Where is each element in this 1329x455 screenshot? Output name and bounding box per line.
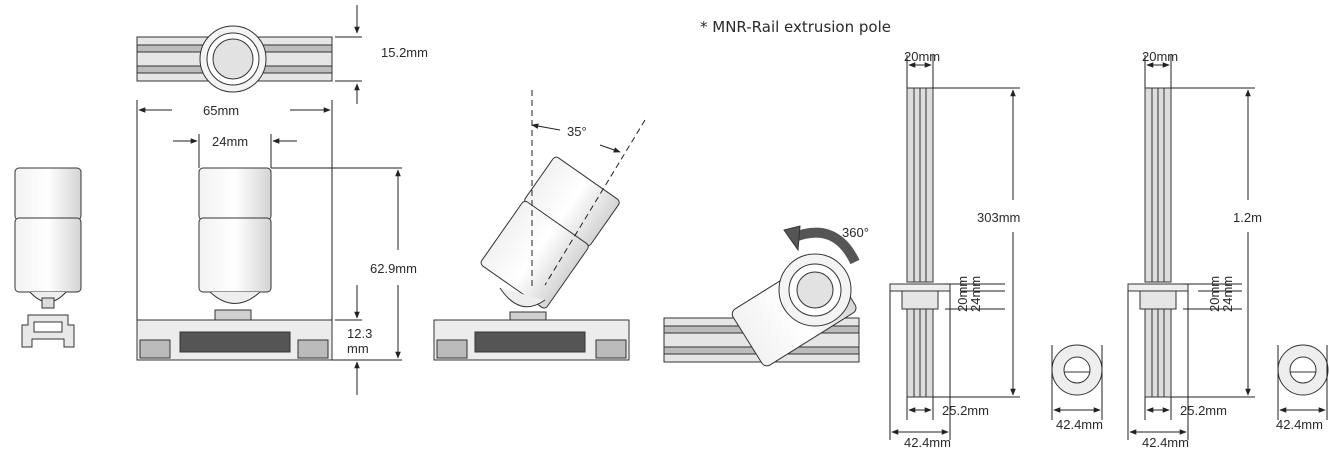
top-view-fixture — [136, 25, 333, 93]
short-pole-end-view — [1051, 344, 1103, 396]
long-pole-outer-width: 42.4mm — [1142, 435, 1189, 450]
long-pole-end-view — [1277, 344, 1329, 396]
dim-tilt-angle: 35° — [567, 124, 587, 139]
long-pole-flange-24: 24mm — [1220, 275, 1235, 312]
long-pole-length: 1.2m — [1233, 210, 1262, 225]
tilted-view-fixture — [433, 156, 630, 361]
dim-base-height-unit: mm — [347, 341, 369, 356]
dim-front-body-width: 24mm — [212, 134, 249, 149]
long-pole-end-width: 42.4mm — [1276, 417, 1323, 432]
dim-base-height-value: 12.3 — [347, 326, 373, 341]
rotated-view-fixture — [663, 225, 860, 367]
short-pole — [889, 87, 951, 398]
diagram-title: * MNR-Rail extrusion pole — [700, 18, 891, 36]
long-pole-top-width: 20mm — [1142, 49, 1179, 64]
short-pole-flange-24: 24mm — [968, 275, 983, 312]
short-pole-inner-width: 25.2mm — [942, 403, 989, 418]
long-pole — [1127, 87, 1189, 398]
short-pole-end-width: 42.4mm — [1056, 417, 1103, 432]
dimension-lines — [136, 5, 1328, 440]
front-view-fixture — [136, 167, 333, 361]
dim-front-width: 65mm — [203, 103, 240, 118]
long-pole-inner-width: 25.2mm — [1180, 403, 1227, 418]
dim-front-height: 62.9mm — [370, 261, 417, 276]
short-pole-length: 303mm — [977, 210, 1021, 225]
short-pole-top-width: 20mm — [904, 49, 941, 64]
dim-rotation-angle: 360° — [842, 225, 869, 240]
side-view-fixture — [14, 167, 82, 348]
dim-top-height: 15.2mm — [381, 45, 428, 60]
short-pole-outer-width: 42.4mm — [904, 435, 951, 450]
